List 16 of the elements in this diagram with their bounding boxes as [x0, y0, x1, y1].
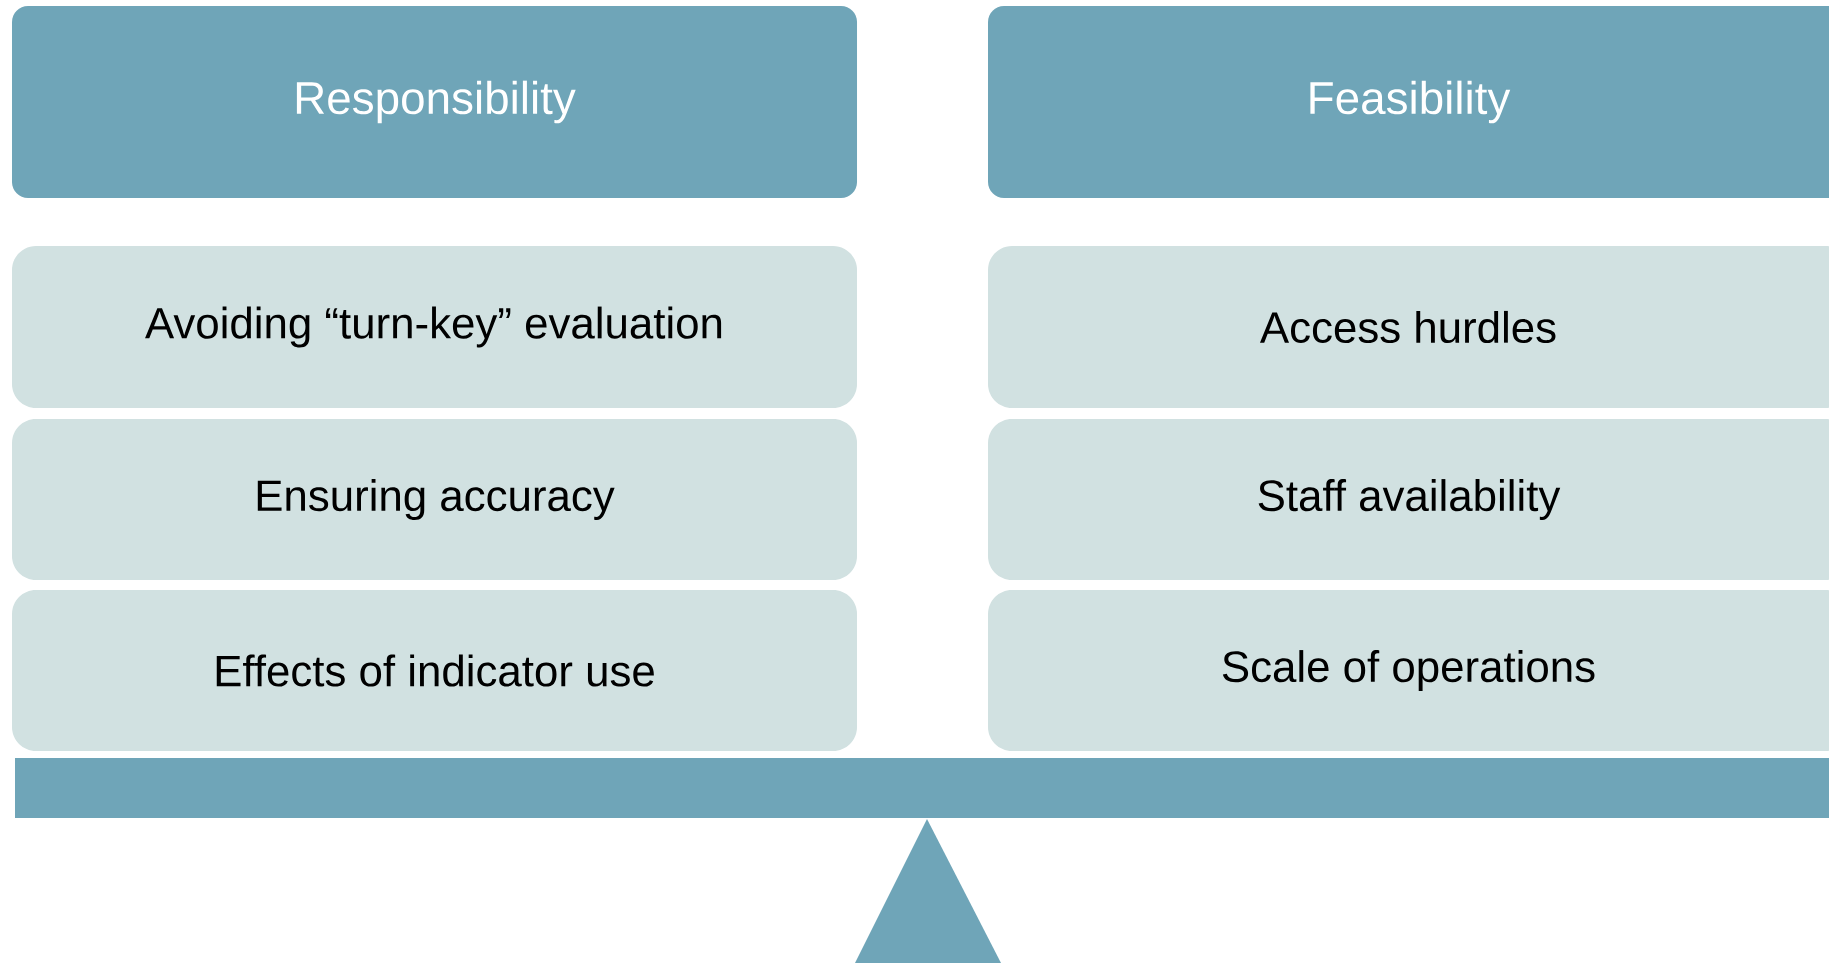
item-box — [12, 590, 857, 751]
label-text: Responsibility — [296, 80, 576, 124]
item-box — [12, 419, 857, 580]
item-box — [988, 246, 1829, 408]
item-box — [988, 590, 1829, 751]
item-box — [988, 419, 1829, 580]
label-text: Avoiding “turn-key” evaluation — [145, 306, 722, 348]
label-text: Ensuring accuracy — [257, 479, 615, 520]
label-text: Scale of operations — [1222, 650, 1595, 691]
label-text: Access hurdles — [1259, 310, 1556, 344]
header-box — [988, 6, 1829, 198]
label-text: Effects of indicator use — [216, 654, 654, 687]
label-text: Feasibility — [1310, 80, 1511, 124]
item-box — [12, 246, 857, 408]
label-text: Staff availability — [1258, 479, 1561, 520]
header-box — [12, 6, 857, 198]
